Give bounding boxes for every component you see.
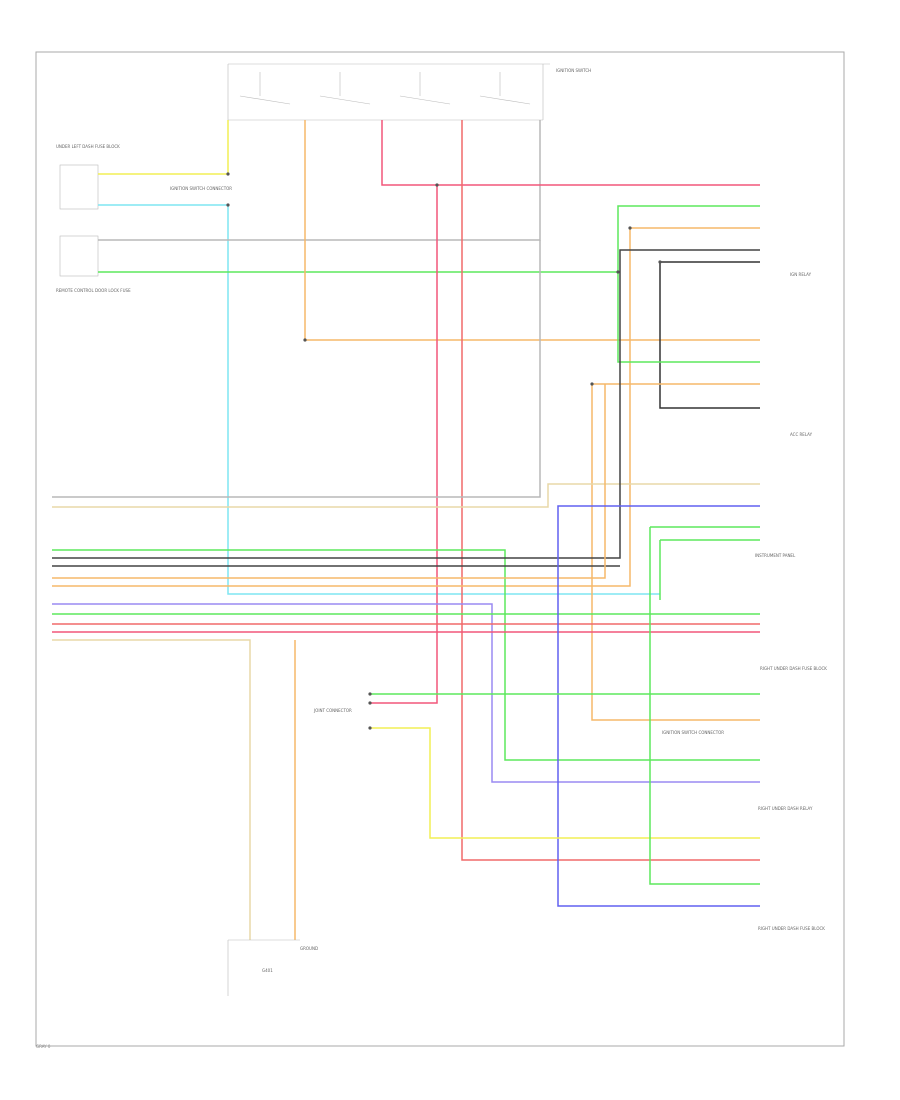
orange-wire-4 bbox=[52, 384, 606, 579]
wire-junction-node bbox=[628, 226, 632, 230]
green-wire-6 bbox=[649, 526, 760, 885]
wire-group bbox=[52, 120, 760, 940]
dark-wire-ign bbox=[659, 262, 760, 409]
pink-wire bbox=[381, 120, 760, 186]
diagram-frame bbox=[35, 51, 845, 1047]
ignition-switch-label: IGNITION SWITCH bbox=[556, 68, 591, 73]
wire-junction-node bbox=[368, 692, 372, 696]
orange-wire-3 bbox=[591, 383, 760, 721]
instrument-panel-label: INSTRUMENT PANEL bbox=[755, 553, 796, 558]
ground-symbol bbox=[227, 939, 300, 996]
tan-wire-1 bbox=[52, 483, 760, 508]
orange-wire-2 bbox=[52, 227, 760, 587]
yellow-wire-2 bbox=[370, 727, 760, 839]
ground-label: G401 bbox=[262, 968, 273, 973]
orange-wire bbox=[304, 120, 760, 341]
gray-wire-top bbox=[98, 120, 541, 241]
wire-junction-node bbox=[226, 203, 230, 207]
ground-note-label: GROUND bbox=[300, 946, 318, 951]
acc-relay-label: ACC RELAY bbox=[790, 432, 813, 437]
green-wire-7 bbox=[659, 539, 760, 600]
wire-junction-node bbox=[368, 701, 372, 705]
wire-junction-node bbox=[226, 172, 230, 176]
ign-relay-label: IGN RELAY bbox=[790, 272, 812, 277]
remote-fuse-label: REMOTE CONTROL DOOR LOCK FUSE bbox=[56, 288, 131, 293]
green-wire-main bbox=[98, 205, 760, 273]
wire-junction-node bbox=[368, 726, 372, 730]
relay-labels: IGN RELAY ACC RELAY INSTRUMENT PANEL RIG… bbox=[262, 272, 827, 973]
ign-switch-connector-label: IGNITION SWITCH CONNECTOR bbox=[170, 186, 232, 191]
green-wire-3 bbox=[52, 549, 760, 761]
tan-wire-2 bbox=[52, 639, 251, 940]
junction-connector-label: JOINT CONNECTOR bbox=[313, 708, 352, 713]
left-dash-fuse-block: UNDER LEFT DASH FUSE BLOCK REMOTE CONTRO… bbox=[56, 144, 232, 293]
violet-wire bbox=[52, 603, 760, 783]
wire-junction-node bbox=[616, 270, 620, 274]
green-wire-2 bbox=[617, 272, 760, 363]
ignition-switch: IGNITION SWITCH bbox=[227, 63, 591, 121]
wire-junction-node bbox=[435, 183, 439, 187]
wire-junction-node bbox=[303, 338, 307, 342]
fuse-block-bottom-label: RIGHT UNDER DASH FUSE BLOCK bbox=[758, 926, 825, 931]
pink-wire-down bbox=[370, 185, 438, 704]
right-under-dash-fuse-label: RIGHT UNDER DASH FUSE BLOCK bbox=[760, 666, 827, 671]
ignition-connector-2-label: IGNITION SWITCH CONNECTOR bbox=[662, 730, 724, 735]
page-code: GRAY 0 bbox=[36, 1044, 51, 1049]
gray-wire-1 bbox=[52, 240, 541, 498]
blue-wire bbox=[557, 505, 760, 907]
black-wire-1 bbox=[52, 249, 760, 559]
right-under-dash-relay-label: RIGHT UNDER DASH RELAY bbox=[758, 806, 813, 811]
red-wire bbox=[461, 120, 760, 861]
light-blue-wire bbox=[98, 204, 660, 595]
fuse-block-label: UNDER LEFT DASH FUSE BLOCK bbox=[56, 144, 120, 149]
wire-junction-node bbox=[590, 382, 594, 386]
wire-junction-node bbox=[658, 260, 662, 264]
